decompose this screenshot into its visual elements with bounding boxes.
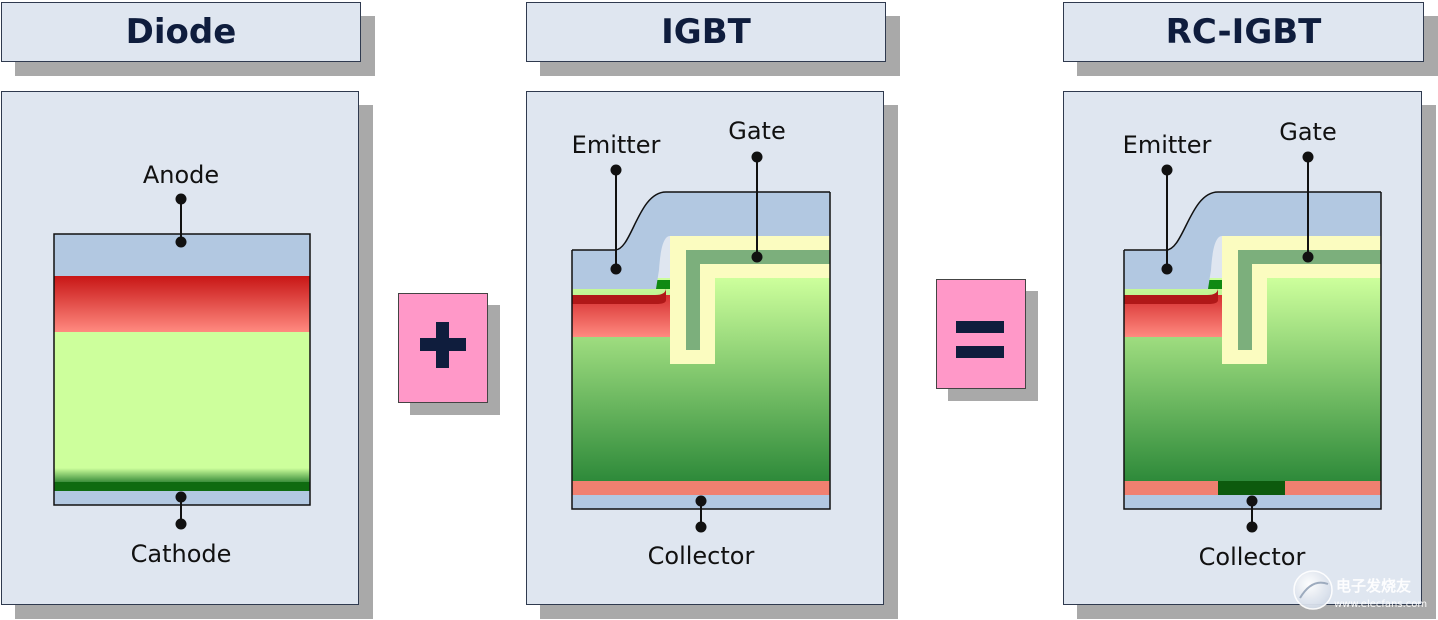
igbt-emitter-label: Emitter (572, 131, 661, 159)
rc-igbt-collector-label: Collector (1199, 543, 1306, 571)
plus-icon (420, 322, 466, 368)
igbt-gate-label: Gate (728, 117, 785, 145)
equals-icon (956, 321, 1004, 358)
cathode-terminal (175, 491, 187, 530)
diode-title: Diode (1, 2, 361, 62)
rc-igbt-structure (1123, 191, 1382, 510)
igbt-gate-terminal (751, 151, 763, 263)
igbt-title: IGBT (526, 2, 886, 62)
rc-igbt-gate-terminal (1302, 151, 1314, 263)
equals-operator-box (936, 279, 1026, 389)
watermark-url: www.elecfans.com (1334, 599, 1427, 610)
igbt-collector-terminal (695, 495, 707, 533)
rc-igbt-emitter-terminal (1161, 164, 1173, 275)
igbt-structure (571, 191, 831, 510)
cathode-label: Cathode (131, 540, 232, 568)
watermark-logo-icon (1293, 570, 1333, 610)
watermark-name: 电子发烧友 (1336, 577, 1411, 595)
rc-igbt-emitter-label: Emitter (1123, 131, 1212, 159)
rc-igbt-gate-label: Gate (1279, 118, 1336, 146)
diode-structure (53, 233, 311, 506)
igbt-collector-label: Collector (648, 542, 755, 570)
rc-igbt-collector-terminal (1246, 495, 1258, 533)
watermark: 电子发烧友 www.elecfans.com (1293, 570, 1427, 610)
anode-label: Anode (143, 161, 219, 189)
igbt-emitter-terminal (610, 164, 622, 275)
rc-igbt-title: RC-IGBT (1063, 2, 1424, 62)
anode-terminal (175, 193, 187, 248)
